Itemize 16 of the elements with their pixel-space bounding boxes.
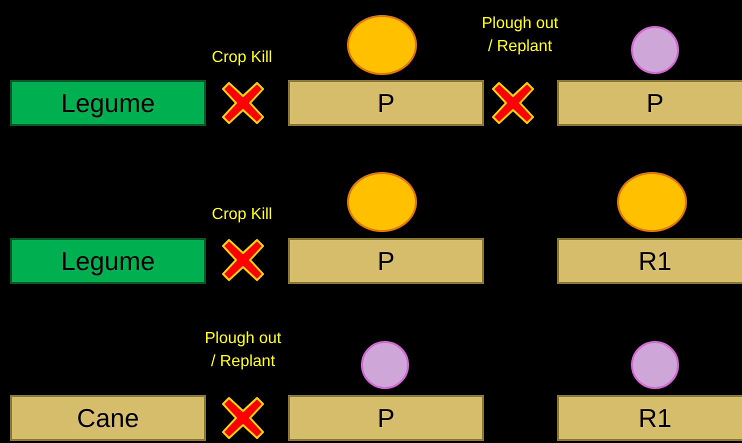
step-label: Plough out / Replant	[480, 14, 560, 57]
crop-box: R1	[557, 238, 742, 284]
crop-box: R1	[557, 395, 742, 441]
crop-box: P	[288, 80, 484, 126]
circle-marker	[631, 26, 679, 74]
step-label: Plough out / Replant	[204, 329, 282, 372]
step-label: Crop Kill	[210, 205, 274, 225]
step-label: Crop Kill	[210, 48, 274, 68]
crop-box: Legume	[10, 80, 206, 126]
circle-marker	[361, 341, 409, 389]
circle-marker	[631, 341, 679, 389]
crop-box: P	[288, 395, 484, 441]
crop-box: Cane	[10, 395, 206, 441]
crop-box: P	[288, 238, 484, 284]
crop-box: P	[557, 80, 742, 126]
crop-box: Legume	[10, 238, 206, 284]
